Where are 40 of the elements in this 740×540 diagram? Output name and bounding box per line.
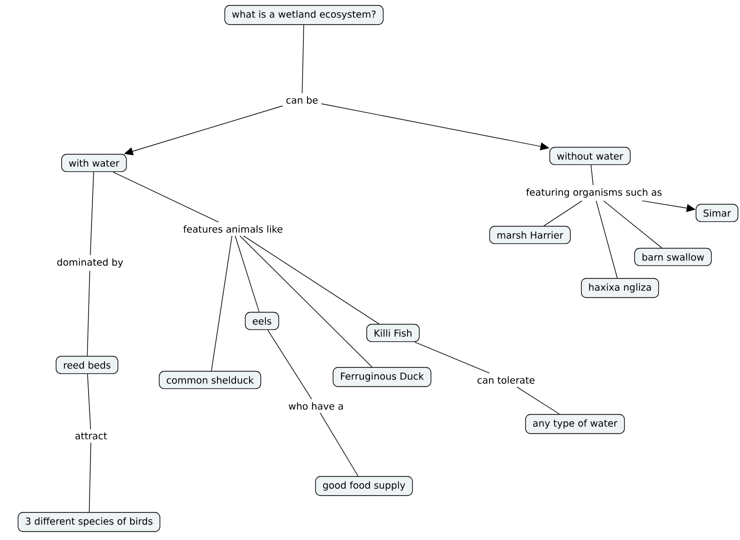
connector bbox=[243, 236, 380, 324]
concept-box: Ferruginous Duck bbox=[332, 367, 432, 387]
concept-box: common shelduck bbox=[158, 370, 262, 390]
connector bbox=[88, 442, 92, 512]
linking-phrase: featuring organisms such as bbox=[522, 185, 666, 201]
concept-box: reed beds bbox=[56, 356, 118, 374]
linking-phrase: dominated by bbox=[54, 255, 126, 271]
linking-phrase: can be bbox=[282, 93, 322, 107]
connector bbox=[603, 200, 662, 248]
linking-phrase: can tolerate bbox=[474, 373, 538, 387]
concept-box: with water bbox=[61, 154, 127, 172]
concept-box: good food supply bbox=[315, 476, 413, 496]
connector bbox=[516, 386, 560, 414]
connector bbox=[302, 24, 304, 94]
concept-box: without water bbox=[549, 146, 631, 166]
concept-box: barn swallow bbox=[634, 248, 712, 266]
linking-phrase: who have a bbox=[285, 399, 347, 413]
linking-phrase: attract bbox=[72, 430, 110, 442]
connector bbox=[267, 330, 312, 400]
concept-box: haxixa ngliza bbox=[580, 278, 660, 298]
connector bbox=[596, 200, 618, 278]
concept-box: eels bbox=[244, 312, 280, 330]
linking-phrase: features animals like bbox=[180, 222, 286, 236]
connector bbox=[87, 374, 91, 430]
concept-box: 3 different species of birds bbox=[18, 512, 160, 532]
connector bbox=[590, 164, 594, 186]
concept-box: any type of water bbox=[525, 414, 625, 434]
connector bbox=[86, 270, 90, 356]
connector bbox=[240, 236, 372, 368]
connector bbox=[543, 200, 582, 226]
concept-box: Simar bbox=[696, 204, 738, 222]
concept-box: marsh Harrier bbox=[489, 226, 571, 244]
connector bbox=[112, 172, 219, 222]
connector bbox=[211, 236, 232, 372]
connector bbox=[414, 342, 490, 374]
connector bbox=[234, 236, 260, 312]
concept-box: Killi Fish bbox=[366, 324, 420, 342]
concept-box: what is a wetland ecosystem? bbox=[224, 5, 384, 25]
connector bbox=[90, 172, 94, 256]
connector bbox=[320, 412, 358, 476]
